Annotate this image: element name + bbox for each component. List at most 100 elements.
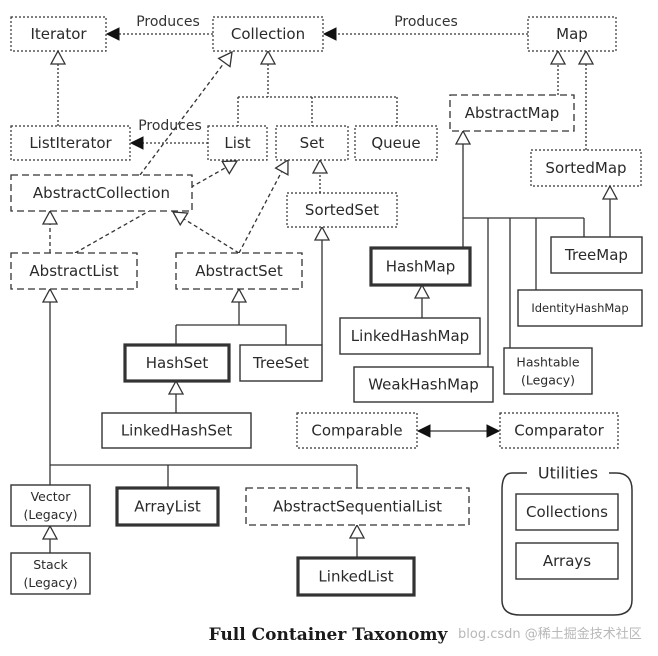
- node-list[interactable]: List: [207, 125, 268, 161]
- inheritance-arrowhead: [171, 211, 189, 227]
- inheritance-arrowhead: [49, 49, 67, 65]
- node-map[interactable]: Map: [527, 16, 617, 52]
- treemap-box[interactable]: [550, 236, 643, 274]
- map-box[interactable]: [527, 16, 617, 52]
- inheritance-arrowhead: [221, 160, 239, 175]
- node-abstractmap[interactable]: AbstractMap: [449, 94, 575, 132]
- treeset-box[interactable]: [239, 344, 323, 382]
- listiterator-box[interactable]: [10, 125, 131, 161]
- edge-abstractlist-children: [49, 302, 358, 488]
- node-linkedhashmap[interactable]: LinkedHashMap: [339, 317, 481, 355]
- node-set[interactable]: Set: [275, 125, 349, 161]
- inheritance-arrowhead: [601, 184, 619, 200]
- produces-arrowhead: [129, 136, 144, 150]
- abstractsequentiallist-box[interactable]: [245, 487, 470, 526]
- inheritance-arrowhead: [413, 283, 431, 299]
- hashtable-sublabel: (Legacy): [521, 373, 575, 388]
- inheritance-arrowhead: [41, 524, 59, 540]
- abstractlist-box[interactable]: [10, 252, 138, 290]
- node-iterator[interactable]: Iterator: [10, 16, 107, 52]
- hashset-label: HashSet: [146, 354, 209, 372]
- inheritance-arrowhead: [313, 225, 331, 241]
- abstractmap-box[interactable]: [449, 94, 575, 132]
- node-hashtable[interactable]: Hashtable(Legacy): [503, 347, 593, 395]
- linkedhashset-label: LinkedHashSet: [121, 422, 232, 440]
- node-abstractcollection[interactable]: AbstractCollection: [10, 174, 193, 212]
- arrays-box[interactable]: [515, 542, 619, 580]
- queue-label: Queue: [371, 134, 420, 152]
- stack-box[interactable]: [10, 552, 91, 595]
- vector-sublabel: (Legacy): [23, 507, 77, 522]
- hashset-box[interactable]: [123, 343, 231, 383]
- bidirectional-arrowhead-right: [486, 424, 501, 438]
- inheritance-arrowhead: [41, 209, 59, 225]
- node-abstractlist[interactable]: AbstractList: [10, 252, 138, 290]
- identityhashmap-box[interactable]: [517, 289, 643, 327]
- node-sortedmap[interactable]: SortedMap: [530, 149, 642, 187]
- node-collection[interactable]: Collection: [212, 16, 324, 52]
- arraylist-box[interactable]: [115, 486, 220, 527]
- linkedhashmap-box[interactable]: [339, 317, 481, 355]
- abstractcollection-label: AbstractCollection: [33, 184, 170, 202]
- sortedmap-label: SortedMap: [545, 159, 626, 177]
- node-listiterator[interactable]: ListIterator: [10, 125, 131, 161]
- collection-box[interactable]: [212, 16, 324, 52]
- iterator-box[interactable]: [10, 16, 107, 52]
- node-comparator[interactable]: Comparator: [499, 412, 619, 449]
- inheritance-arrowhead: [41, 287, 59, 303]
- weakhashmap-box[interactable]: [353, 366, 494, 403]
- node-linkedhashset[interactable]: LinkedHashSet: [101, 412, 252, 449]
- inheritance-arrowhead: [549, 49, 567, 65]
- edge-abstractmap-children: [462, 144, 585, 367]
- node-identityhashmap[interactable]: IdentityHashMap: [517, 289, 643, 327]
- comparable-box[interactable]: [296, 412, 418, 449]
- sortedmap-box[interactable]: [530, 149, 642, 187]
- collections-box[interactable]: [515, 493, 619, 531]
- set-box[interactable]: [275, 125, 349, 161]
- linkedhashset-box[interactable]: [101, 412, 252, 449]
- node-sortedset[interactable]: SortedSet: [286, 192, 398, 228]
- node-weakhashmap[interactable]: WeakHashMap: [353, 366, 494, 403]
- abstractsequentiallist-label: AbstractSequentialList: [273, 498, 442, 516]
- node-hashmap[interactable]: HashMap: [369, 246, 472, 287]
- edge-abstractset-set: [238, 170, 283, 254]
- treemap-label: TreeMap: [564, 246, 628, 264]
- arrays-label: Arrays: [543, 552, 591, 570]
- node-treeset[interactable]: TreeSet: [239, 344, 323, 382]
- node-arraylist[interactable]: ArrayList: [115, 486, 220, 527]
- queue-box[interactable]: [354, 125, 438, 161]
- vector-box[interactable]: [10, 484, 91, 527]
- node-stack[interactable]: Stack(Legacy): [10, 552, 91, 595]
- edge-abstractset-children: [175, 289, 287, 345]
- inheritance-arrowhead: [577, 49, 595, 65]
- watermark: blog.csdn @稀土掘金技术社区: [458, 626, 642, 642]
- comparator-box[interactable]: [499, 412, 619, 449]
- inheritance-arrowhead: [274, 158, 289, 176]
- linkedhashmap-label: LinkedHashMap: [351, 327, 469, 345]
- node-comparable[interactable]: Comparable: [296, 412, 418, 449]
- diagram-caption: Full Container Taxonomy: [209, 625, 449, 645]
- node-treemap[interactable]: TreeMap: [550, 236, 643, 274]
- edge-abstractcollection-collection: [139, 62, 225, 176]
- edge-collection-children: [237, 64, 398, 126]
- node-abstractsequentiallist[interactable]: AbstractSequentialList: [245, 487, 470, 526]
- hashmap-box[interactable]: [369, 246, 472, 287]
- node-linkedlist[interactable]: LinkedList: [296, 556, 416, 597]
- comparator-label: Comparator: [514, 422, 604, 440]
- list-box[interactable]: [207, 125, 268, 161]
- utilities-title: Utilities: [538, 464, 598, 483]
- node-abstractset[interactable]: AbstractSet: [175, 252, 303, 290]
- sortedset-box[interactable]: [286, 192, 398, 228]
- node-vector[interactable]: Vector(Legacy): [10, 484, 91, 527]
- produces-arrowhead: [105, 27, 120, 41]
- abstractcollection-box[interactable]: [10, 174, 193, 212]
- hashtable-box[interactable]: [503, 347, 593, 395]
- node-queue[interactable]: Queue: [354, 125, 438, 161]
- iterator-label: Iterator: [30, 25, 87, 43]
- abstractset-box[interactable]: [175, 252, 303, 290]
- set-label: Set: [300, 134, 325, 152]
- node-hashset[interactable]: HashSet: [123, 343, 231, 383]
- linkedlist-box[interactable]: [296, 556, 416, 597]
